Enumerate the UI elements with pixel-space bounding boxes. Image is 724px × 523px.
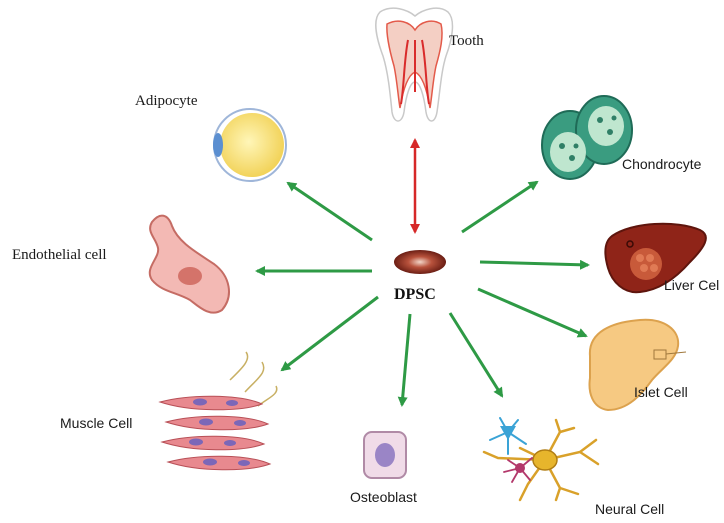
islet-label: Islet Cell [634,383,688,401]
arrow-to-muscle [282,297,378,370]
arrow-to-islet [478,289,586,336]
arrow-to-chondrocyte [462,182,537,232]
osteoblast-label: Osteoblast [350,488,417,506]
dpsc-cell-icon [394,250,446,274]
adipocyte-icon [213,109,286,181]
chondrocyte-label: Chondrocyte [622,155,701,173]
neural-label: Neural Cell [595,500,664,518]
arrow-to-adipocyte [288,183,372,240]
endothelial-cell-icon [150,216,229,313]
dpsc-label: DPSC [394,286,436,304]
chondrocyte-icon [542,96,632,179]
muscle-label: Muscle Cell [60,414,132,432]
liver-label: Liver Cel [664,276,719,294]
osteoblast-icon [364,432,406,478]
tooth-icon [376,8,453,121]
muscle-cell-icon [160,352,277,470]
arrow-to-liver [480,262,588,265]
arrow-to-neural [450,313,502,396]
arrow-to-osteoblast [402,314,410,405]
endothelial-label: Endothelial cell [12,246,107,264]
tooth-label: Tooth [449,32,484,50]
neural-cell-icon [484,418,598,500]
adipocyte-label: Adipocyte [135,92,197,110]
